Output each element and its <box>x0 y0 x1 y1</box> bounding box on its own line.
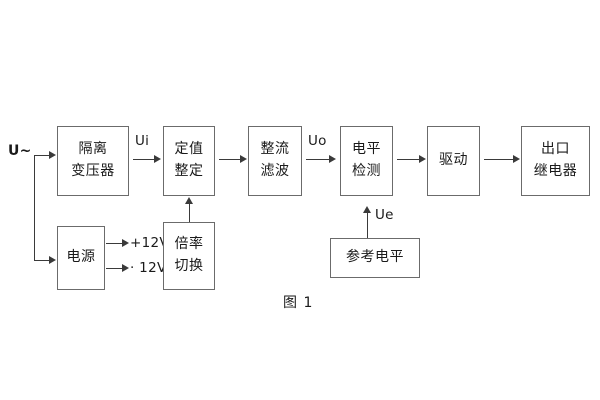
arrow-reference-to-level-arrowhead <box>363 206 371 213</box>
block-reference-level: 参考电平 <box>330 238 420 278</box>
arrow-level-to-driver-line <box>397 159 420 160</box>
block-multiplier-switch-line-1: 倍率 <box>174 236 204 253</box>
block-output-relay-line-2: 继电器 <box>533 163 578 179</box>
rail-negative-line <box>106 268 123 269</box>
block-output-relay: 出口 继电器 <box>521 126 590 196</box>
arrow-transformer-to-setting-arrowhead <box>154 154 161 163</box>
rail-positive-arrowhead <box>122 238 129 247</box>
arrow-multiplier-to-setting-line <box>189 203 190 222</box>
block-reference-level-line-1: 参考电平 <box>346 249 404 266</box>
arrow-setting-to-rectifier-line <box>219 159 241 160</box>
arrow-transformer-to-setting-line <box>133 159 155 160</box>
figure-caption: 图 1 <box>283 295 314 311</box>
signal-ui-label: Ui <box>135 133 150 149</box>
input-feed-transformer-line <box>34 155 50 156</box>
block-setting-value-line-2: 整定 <box>174 163 204 179</box>
block-isolation-transformer: 隔离 变压器 <box>57 126 129 196</box>
block-setting-value: 定值 整定 <box>163 126 215 196</box>
input-feed-transformer-arrowhead <box>49 150 56 159</box>
block-driver-line-1: 驱动 <box>439 152 468 169</box>
rail-negative-label: · 12V <box>130 260 167 276</box>
block-power-supply: 电源 <box>57 226 105 290</box>
block-setting-value-line-1: 定值 <box>174 141 204 158</box>
arrow-driver-to-relay-line <box>484 159 514 160</box>
rail-negative-arrowhead <box>122 263 129 272</box>
signal-uo-label: Uo <box>308 133 327 149</box>
arrow-reference-to-level-line <box>367 212 368 238</box>
block-output-relay-line-1: 出口 <box>541 141 570 158</box>
block-driver: 驱动 <box>427 126 480 196</box>
block-isolation-transformer-line-2: 变压器 <box>71 163 115 179</box>
input-branch-trunk <box>34 155 35 260</box>
block-power-supply-line-1: 电源 <box>66 249 96 266</box>
block-rectifier-filter-line-2: 滤波 <box>260 163 290 179</box>
input-feed-power-arrowhead <box>49 255 56 264</box>
arrow-rectifier-to-level-line <box>306 159 330 160</box>
arrow-rectifier-to-level-arrowhead <box>329 154 336 163</box>
block-level-detection: 电平 检测 <box>340 126 393 196</box>
block-multiplier-switch-line-2: 切换 <box>174 258 204 274</box>
arrow-level-to-driver-arrowhead <box>419 154 426 163</box>
input-voltage-label: U~ <box>8 143 32 159</box>
rail-positive-label: +12V <box>130 235 169 251</box>
block-rectifier-filter: 整流 滤波 <box>248 126 302 196</box>
block-isolation-transformer-line-1: 隔离 <box>78 141 108 158</box>
arrow-driver-to-relay-arrowhead <box>513 154 520 163</box>
signal-ue-label: Ue <box>375 207 394 223</box>
input-feed-power-line <box>34 260 50 261</box>
rail-positive-line <box>106 243 123 244</box>
block-level-detection-line-2: 检测 <box>352 163 381 179</box>
block-multiplier-switch: 倍率 切换 <box>163 222 215 290</box>
block-level-detection-line-1: 电平 <box>352 141 381 158</box>
arrow-multiplier-to-setting-arrowhead <box>185 197 193 204</box>
arrow-setting-to-rectifier-arrowhead <box>240 154 247 163</box>
block-rectifier-filter-line-1: 整流 <box>260 141 290 158</box>
